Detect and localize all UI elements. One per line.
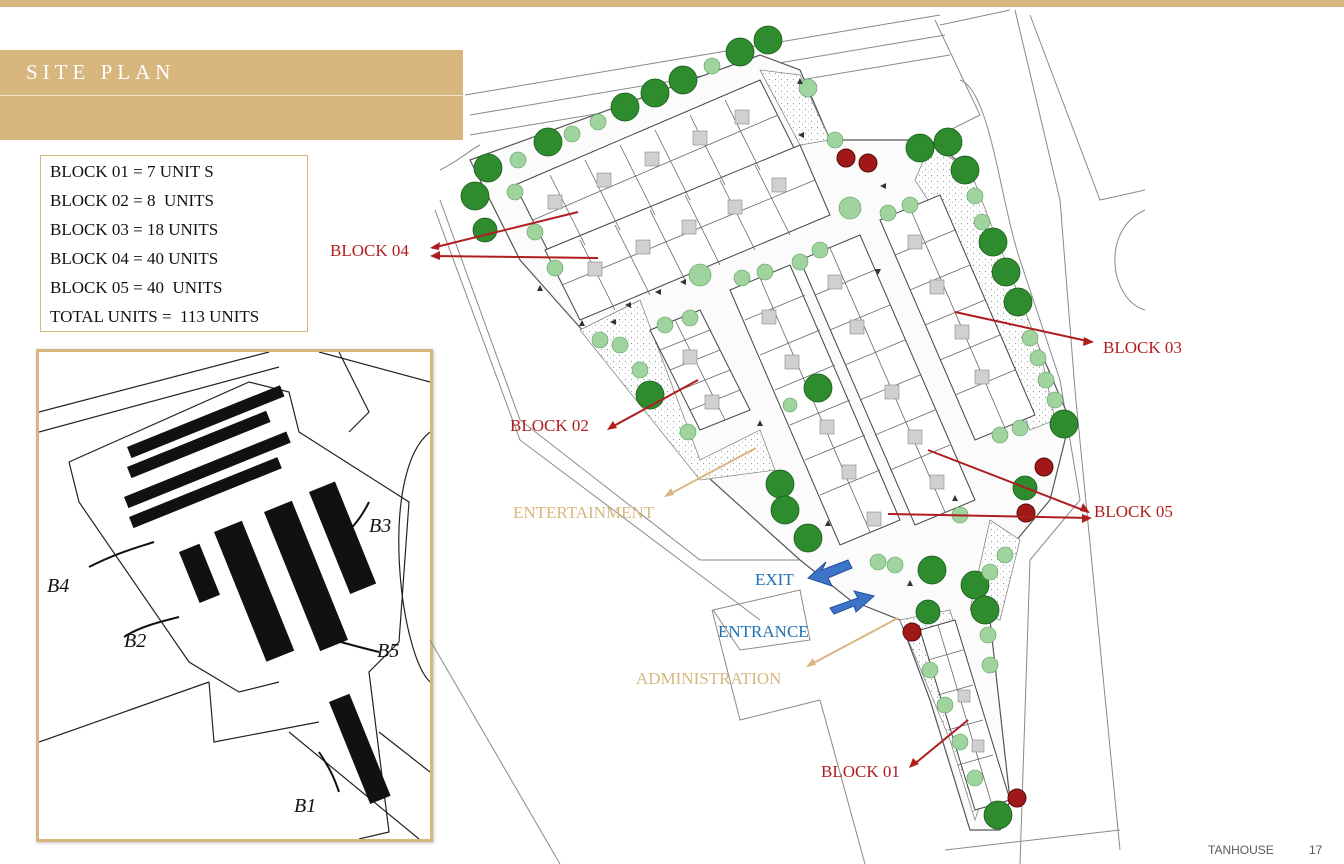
exit-arrow-icon (807, 559, 853, 587)
label-block-03: BLOCK 03 (1103, 338, 1182, 357)
label-block-05: BLOCK 05 (1094, 502, 1173, 521)
label-block-04: BLOCK 04 (330, 241, 409, 260)
title-divider (0, 95, 463, 96)
label-block-02: BLOCK 02 (510, 416, 589, 435)
sketch-label-b4: B4 (47, 575, 69, 597)
sketch-label-b2: B2 (124, 630, 146, 652)
page-number: 17 (1309, 843, 1323, 857)
unit-legend: BLOCK 01 = 7 UNIT S BLOCK 02 = 8 UNITS B… (40, 155, 308, 332)
sketch-inset: B4 B3 B2 B5 B1 (36, 349, 433, 842)
legend-row: BLOCK 02 = 8 UNITS (50, 191, 215, 210)
sketch-label-b5: B5 (377, 640, 399, 662)
top-accent-bar (0, 0, 1344, 7)
legend-row: BLOCK 04 = 40 UNITS (50, 249, 219, 268)
sketch-label-b1: B1 (294, 795, 316, 817)
footer-brand: TANHOUSE (1208, 843, 1274, 857)
label-entrance: ENTRANCE (718, 622, 809, 641)
label-exit: EXIT (755, 570, 794, 589)
legend-row: BLOCK 05 = 40 UNITS (50, 278, 223, 297)
legend-row: TOTAL UNITS = 113 UNITS (50, 307, 260, 326)
sketch-label-b3: B3 (369, 515, 391, 537)
entrance-arrow-icon (829, 590, 876, 615)
page-title: SITE PLAN (26, 60, 176, 84)
label-administration: ADMINISTRATION (636, 669, 782, 688)
label-entertainment: ENTERTAINMENT (513, 503, 655, 522)
legend-row: BLOCK 01 = 7 UNIT S (50, 162, 214, 181)
label-block-01: BLOCK 01 (821, 762, 900, 781)
title-band: SITE PLAN (0, 50, 463, 140)
sketch-drawing: B4 B3 B2 B5 B1 (39, 352, 430, 839)
legend-row: BLOCK 03 = 18 UNITS (50, 220, 219, 239)
